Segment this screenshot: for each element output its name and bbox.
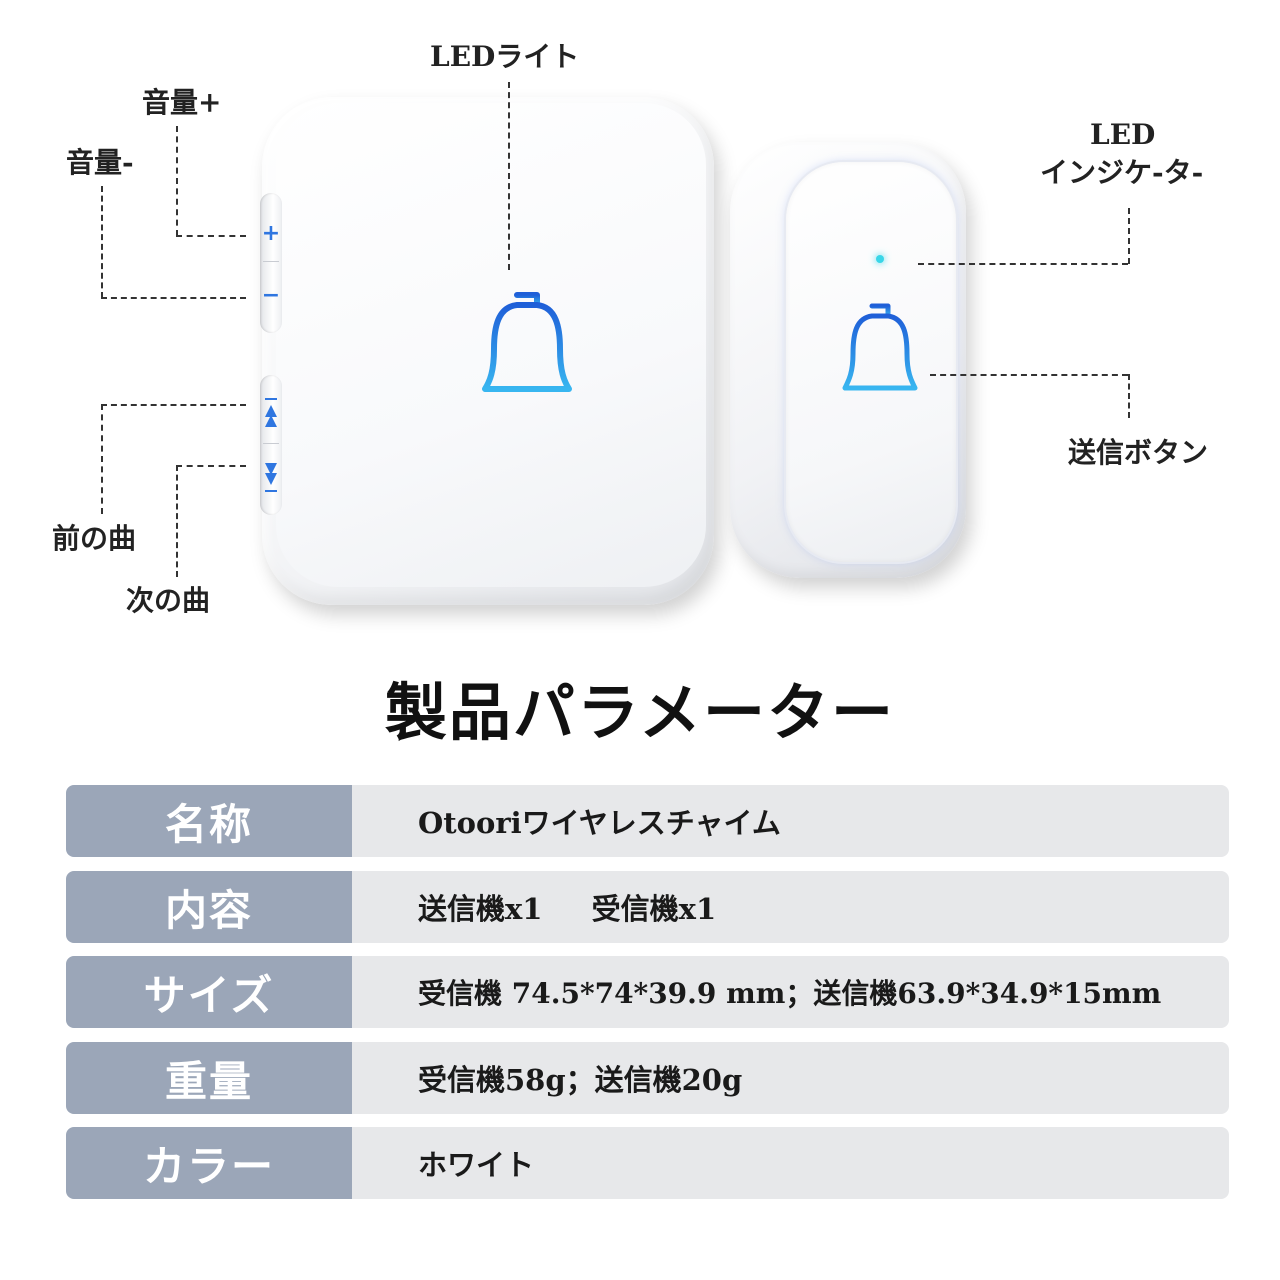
leader-line <box>101 404 103 514</box>
spec-label: 重量 <box>66 1042 352 1114</box>
leader-line <box>101 404 246 406</box>
transmitter-unit <box>730 142 966 578</box>
spec-label: 内容 <box>66 871 352 943</box>
spec-row-contents: 内容 送信機x1 受信機x1 <box>66 871 1229 943</box>
leader-line <box>176 126 178 236</box>
led-indicator-label-line2: インジケ-タ- <box>1040 156 1204 189</box>
leader-line <box>101 297 246 299</box>
prev-song-label: 前の曲 <box>52 522 137 555</box>
receiver-unit: + − <box>260 97 714 605</box>
spec-row-weight: 重量 受信機58g；送信機20g <box>66 1042 1229 1114</box>
section-title: 製品パラメーター <box>384 676 896 749</box>
receiver-face <box>276 103 706 587</box>
leader-line <box>101 186 103 298</box>
led-indicator <box>876 255 884 263</box>
volume-down-label: 音量- <box>66 146 134 179</box>
spec-row-color: カラー ホワイト <box>66 1127 1229 1199</box>
leader-line <box>918 263 1128 265</box>
next-song-button[interactable] <box>264 459 278 493</box>
leader-line <box>930 374 1128 376</box>
led-light-label: LEDライト <box>430 40 580 73</box>
leader-line <box>1128 374 1130 418</box>
spec-value: 送信機x1 受信機x1 <box>352 871 1229 943</box>
leader-line <box>176 235 246 237</box>
button-divider <box>263 443 279 444</box>
next-song-label: 次の曲 <box>126 584 211 617</box>
volume-up-label: 音量+ <box>142 86 222 119</box>
leader-line <box>1128 208 1130 264</box>
transmitter-bell-icon <box>842 303 918 399</box>
spec-label: サイズ <box>66 956 352 1028</box>
spec-label: カラー <box>66 1127 352 1199</box>
button-divider <box>263 261 279 262</box>
spec-value: 受信機58g；送信機20g <box>352 1042 1229 1114</box>
spec-row-size: サイズ 受信機 74.5*74*39.9 mm；送信機63.9*34.9*15m… <box>66 956 1229 1028</box>
spec-row-name: 名称 Otooriワイヤレスチャイム <box>66 785 1229 857</box>
prev-song-button[interactable] <box>264 397 278 431</box>
volume-down-button[interactable]: − <box>261 283 281 308</box>
leader-line <box>176 465 246 467</box>
led-indicator-label-line1: LED <box>1090 118 1156 151</box>
bell-icon <box>482 292 572 402</box>
spec-label: 名称 <box>66 785 352 857</box>
spec-value: Otooriワイヤレスチャイム <box>352 785 1229 857</box>
song-button-group <box>260 375 282 515</box>
spec-value: 受信機 74.5*74*39.9 mm；送信機63.9*34.9*15mm <box>352 956 1229 1028</box>
leader-line <box>176 465 178 577</box>
spec-value: ホワイト <box>352 1127 1229 1199</box>
volume-up-button[interactable]: + <box>261 221 281 246</box>
send-button-label: 送信ボタン <box>1068 436 1209 469</box>
leader-line <box>508 82 510 270</box>
volume-button-group: + − <box>260 193 282 333</box>
send-button[interactable] <box>786 162 956 562</box>
